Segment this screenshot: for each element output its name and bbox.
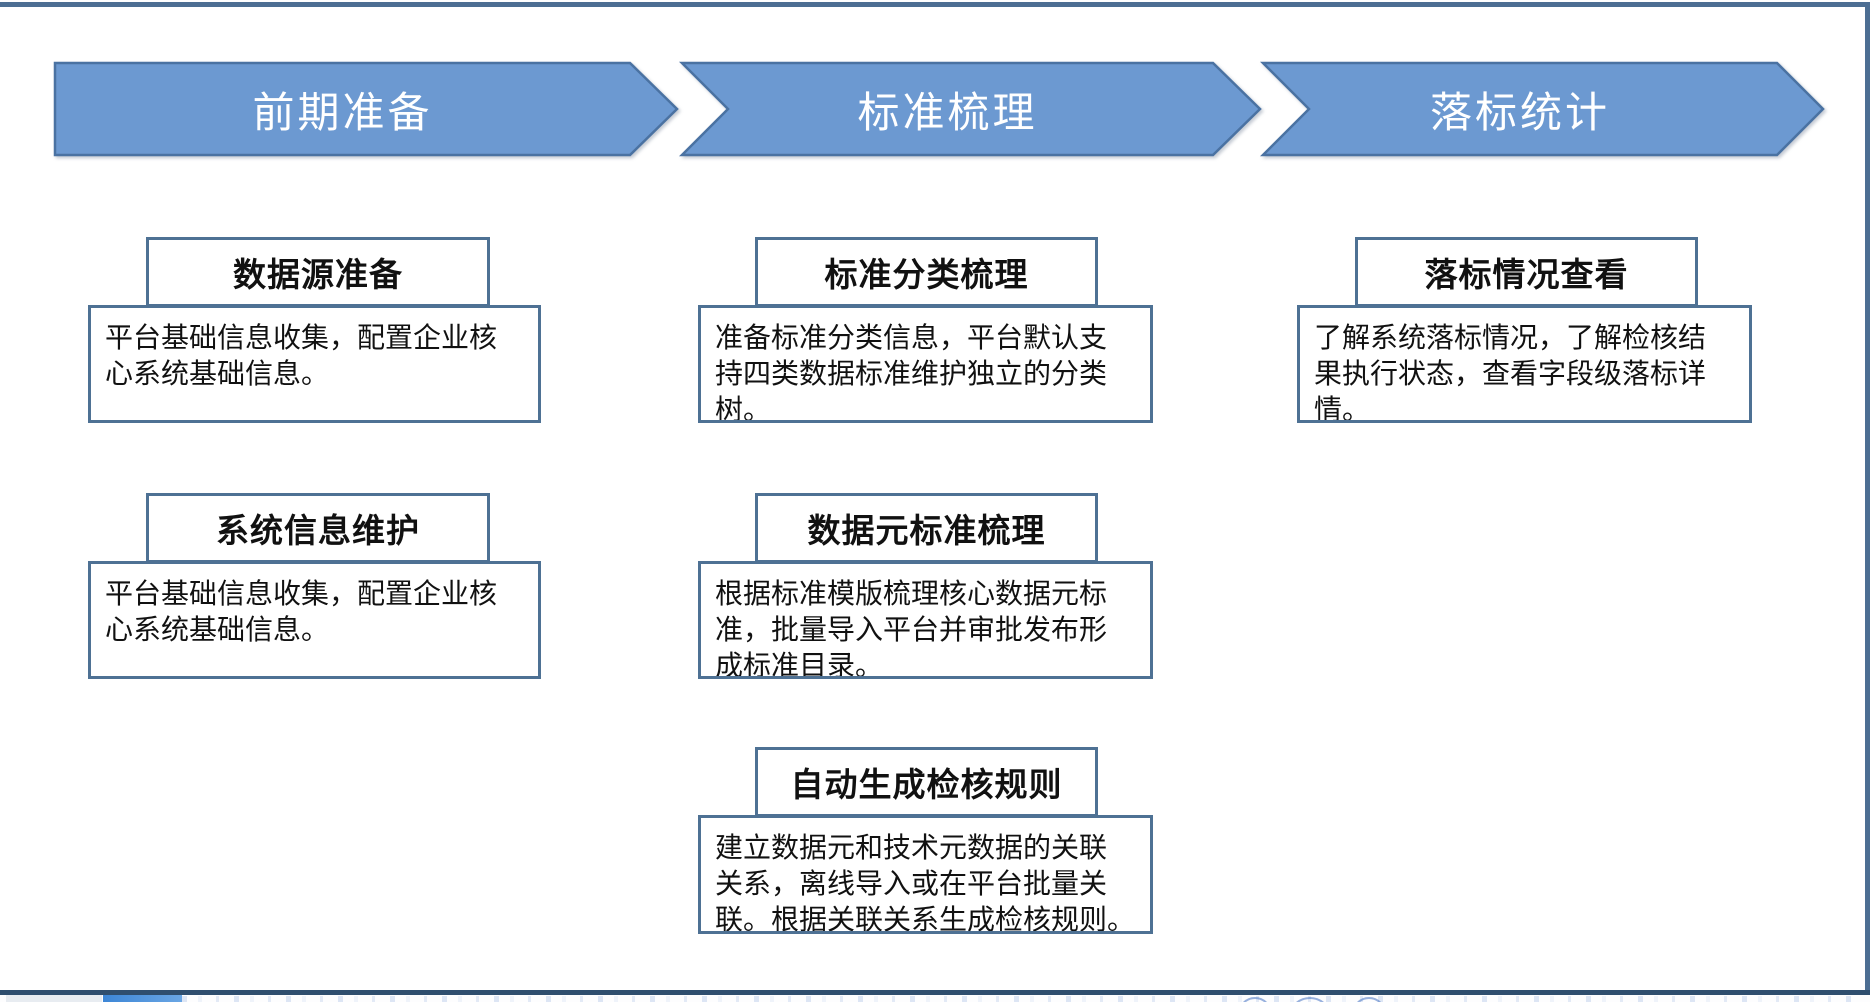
next-slide-preview-strip xyxy=(0,995,1870,1002)
card-title-system-info-maintain: 系统信息维护 xyxy=(146,493,490,563)
phase-arrow-2 xyxy=(678,61,1262,157)
phase-label-2: 标准梳理 xyxy=(857,88,1038,136)
card-title-data-source-prep: 数据源准备 xyxy=(146,237,490,307)
slide-bottom-divider xyxy=(0,990,1870,995)
phase-arrow-3 xyxy=(1259,61,1825,157)
card-body-data-element-standard: 根据标准模版梳理核心数据元标 准，批量导入平台并审批发布形 成标准目录。 xyxy=(698,561,1153,679)
card-body-standard-classification: 准备标准分类信息，平台默认支 持四类数据标准维护独立的分类 树。 xyxy=(698,305,1153,423)
card-body-auto-generate-check-rules: 建立数据元和技术元数据的关联 关系，离线导入或在平台批量关 联。根据关联关系生成… xyxy=(698,815,1153,934)
phase-label-1: 前期准备 xyxy=(252,88,433,136)
card-body-standard-landing-view: 了解系统落标情况，了解检核结 果执行状态，查看字段级落标详 情。 xyxy=(1297,305,1752,423)
slide-right-border xyxy=(1865,2,1870,992)
next-slide-gray-block xyxy=(6,995,102,1002)
phase-chevron-banner xyxy=(53,61,1825,157)
phase-label-3: 落标统计 xyxy=(1429,88,1610,136)
slide-top-border xyxy=(0,2,1870,7)
next-slide-text-noise xyxy=(182,996,1862,1002)
card-title-auto-generate-check-rules: 自动生成检核规则 xyxy=(755,747,1098,817)
card-title-data-element-standard: 数据元标准梳理 xyxy=(755,493,1098,563)
next-slide-blue-block xyxy=(103,995,182,1002)
card-body-system-info-maintain: 平台基础信息收集，配置企业核 心系统基础信息。 xyxy=(88,561,541,679)
phase-arrow-1 xyxy=(53,61,679,157)
card-title-standard-classification: 标准分类梳理 xyxy=(755,237,1098,307)
card-title-standard-landing-view: 落标情况查看 xyxy=(1355,237,1698,307)
card-body-data-source-prep: 平台基础信息收集，配置企业核 心系统基础信息。 xyxy=(88,305,541,423)
